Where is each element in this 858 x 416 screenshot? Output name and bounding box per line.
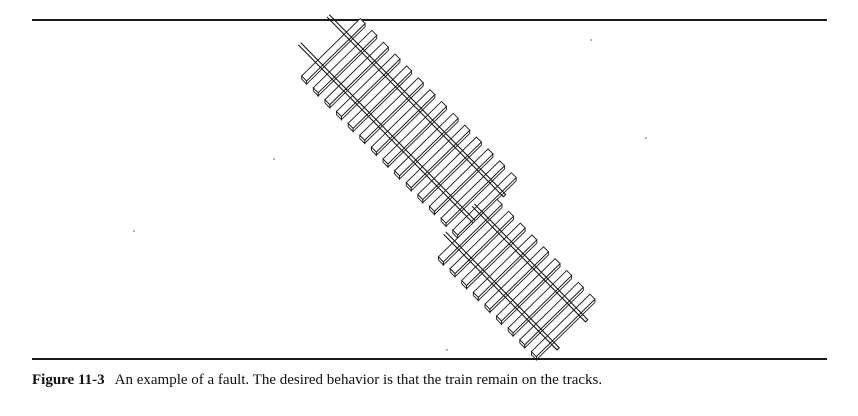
rail-edge bbox=[471, 205, 586, 323]
rail-end bbox=[556, 347, 560, 351]
speck bbox=[133, 230, 135, 232]
railroad-tie bbox=[370, 88, 436, 153]
railroad-tie bbox=[335, 53, 401, 118]
railroad-tie bbox=[359, 77, 424, 141]
railroad-tie bbox=[452, 171, 517, 236]
upper-track-rails bbox=[297, 14, 507, 226]
railroad-tie bbox=[461, 222, 526, 287]
railroad-tie bbox=[428, 148, 494, 212]
speck bbox=[446, 349, 448, 351]
railroad-tie bbox=[324, 41, 390, 106]
railroad-tie bbox=[382, 100, 448, 165]
rail-end bbox=[584, 319, 589, 323]
bottom-rule bbox=[32, 358, 827, 360]
railroad-tie bbox=[312, 29, 378, 94]
figure-label: Figure 11-3 bbox=[32, 372, 105, 388]
top-rule bbox=[32, 19, 827, 21]
railroad-tie bbox=[449, 210, 515, 275]
upper-track-ties bbox=[301, 17, 517, 240]
rail-edge bbox=[443, 233, 558, 351]
railroad-tie bbox=[507, 269, 573, 334]
speck bbox=[273, 158, 275, 160]
rail-edge bbox=[474, 203, 589, 321]
rail-edge bbox=[328, 14, 507, 195]
railroad-tie bbox=[301, 17, 366, 82]
railroad-tie bbox=[440, 160, 506, 224]
speck bbox=[590, 39, 592, 41]
rail-edge bbox=[300, 42, 478, 223]
lower-track-ties bbox=[437, 198, 596, 361]
rail-end bbox=[502, 193, 507, 198]
lower-track-rails bbox=[443, 203, 589, 351]
railroad-tie bbox=[472, 234, 538, 298]
railroad-tie bbox=[417, 136, 482, 201]
railroad-tie bbox=[405, 124, 471, 189]
figure-caption-text: An example of a fault. The desired behav… bbox=[114, 372, 603, 388]
railroad-tie bbox=[394, 112, 459, 177]
railroad-tie bbox=[495, 257, 561, 322]
rail-edge bbox=[445, 231, 560, 349]
scan-specks bbox=[133, 39, 647, 351]
speck bbox=[645, 137, 647, 139]
figure-caption: Figure 11-3 An example of a fault. The de… bbox=[32, 371, 602, 389]
rail-edge bbox=[326, 16, 504, 198]
railroad-tie bbox=[347, 65, 413, 129]
railroad-tie bbox=[437, 198, 503, 263]
rail-edge bbox=[297, 44, 476, 226]
railroad-tie bbox=[519, 281, 584, 346]
railroad-tie bbox=[530, 293, 596, 358]
railroad-tie bbox=[484, 246, 550, 310]
